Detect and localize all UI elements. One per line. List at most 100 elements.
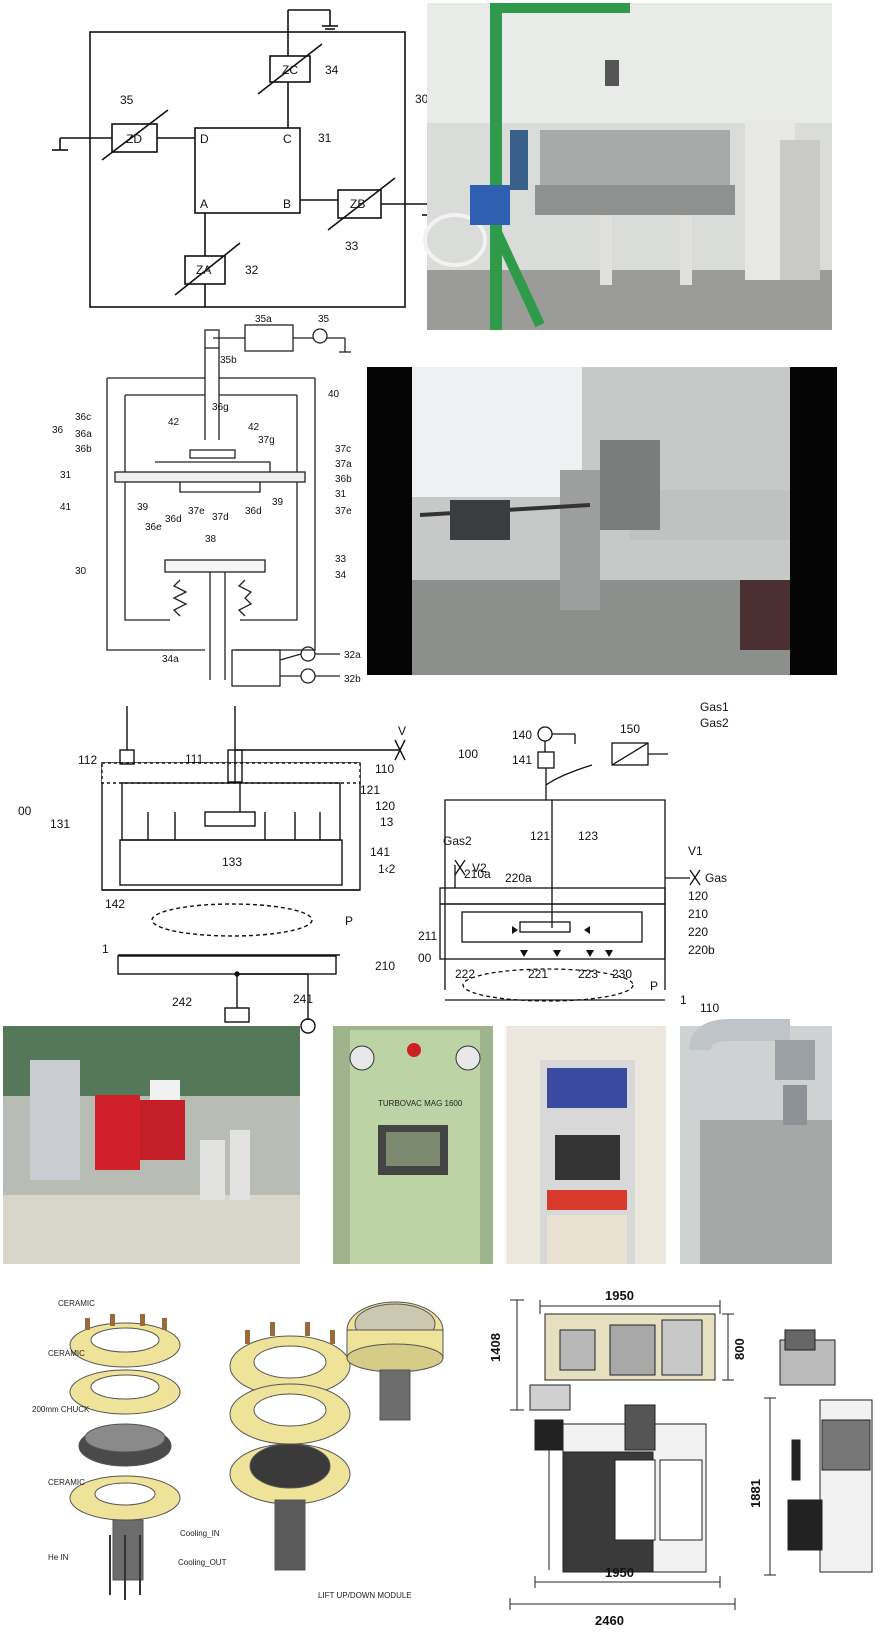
label-31-left: 31 <box>60 470 72 481</box>
plasma-right-arrows <box>512 926 613 957</box>
label-gas-right: Gas <box>705 871 727 885</box>
label-37g: 37g <box>258 435 275 446</box>
label-36: 36 <box>52 425 64 436</box>
label-133: 133 <box>222 855 242 869</box>
label-32a: 32a <box>344 650 361 661</box>
label-230: 230 <box>612 967 632 981</box>
label-cooling-out: Cooling_OUT <box>178 1558 227 1567</box>
dim-height-front: 1881 <box>748 1479 763 1508</box>
label-210a: 210a <box>464 867 491 881</box>
tool-cart-photo <box>3 1026 300 1264</box>
label-140: 140 <box>512 728 532 742</box>
label-1-right: 1 <box>680 993 687 1007</box>
label-v1: V1 <box>688 844 703 858</box>
label-120: 120 <box>375 799 395 813</box>
label-36g: 36g <box>212 402 229 413</box>
label-120-right: 120 <box>688 889 708 903</box>
label-39-right: 39 <box>272 497 284 508</box>
label-210-right: 210 <box>688 907 708 921</box>
label-v: V <box>398 724 406 738</box>
ref-31: 31 <box>318 131 332 145</box>
plasma-section-left <box>101 706 406 1034</box>
turbo-pump-cabinet-photo: TURBOVAC MAG 1600 <box>333 1026 493 1264</box>
label-chuck: 200mm CHUCK <box>32 1405 90 1414</box>
label-210-left: 210 <box>375 959 395 973</box>
label-30: 30 <box>75 566 87 577</box>
label-34a: 34a <box>162 654 179 665</box>
label-gas2-valve: Gas2 <box>443 834 472 848</box>
label-142: 142 <box>105 897 125 911</box>
label-36c: 36c <box>75 412 91 423</box>
label-v2: V2 <box>472 861 487 875</box>
dim-height-left: 1408 <box>488 1333 503 1362</box>
legend-gas1: Gas1 <box>700 700 729 714</box>
label-241: 241 <box>293 992 313 1006</box>
label-37c: 37c <box>335 444 351 455</box>
label-110: 110 <box>375 762 394 776</box>
core-block <box>194 127 301 214</box>
impedance-diagram <box>52 9 438 308</box>
label-223: 223 <box>578 967 598 981</box>
label-42-left: 42 <box>168 417 180 428</box>
label-37d: 37d <box>212 512 229 523</box>
label-36b: 36b <box>75 444 92 455</box>
label-36d-left: 36d <box>165 514 182 525</box>
label-cooling-in: Cooling_IN <box>180 1529 220 1538</box>
label-123: 123 <box>578 829 598 843</box>
lab-equipment-photo-1 <box>423 3 832 330</box>
label-42-right: 42 <box>248 422 260 433</box>
dim-width-top: 1950 <box>605 1288 634 1303</box>
layout-dims: 1950 1408 800 1881 1950 2460 <box>488 1288 763 1628</box>
z-c-label: ZC <box>282 63 298 77</box>
outer-box <box>89 31 406 308</box>
label-34: 34 <box>335 570 347 581</box>
label-141: 141 <box>370 845 390 859</box>
lab-equipment-photo-2 <box>367 367 837 675</box>
plasma-left-labels: 00 112 111 V 110 121 120 13 131 133 141 … <box>18 724 406 1009</box>
z-d-label: ZD <box>126 132 142 146</box>
label-31-right: 31 <box>335 489 347 500</box>
label-36a: 36a <box>75 429 92 440</box>
core-corner-c: C <box>283 132 292 146</box>
label-221: 221 <box>528 967 548 981</box>
label-211: 211 <box>418 929 437 943</box>
label-41: 41 <box>60 502 72 513</box>
control-rack-photo <box>506 1026 666 1264</box>
label-40: 40 <box>328 389 340 400</box>
ref-35: 35 <box>120 93 134 107</box>
label-112: 112 <box>78 753 97 767</box>
chuck-labels: CERAMIC CERAMIC 200mm CHUCK CERAMIC Cool… <box>32 1299 412 1600</box>
cabinet-text: TURBOVAC MAG 1600 <box>378 1099 463 1108</box>
label-35b: 35b <box>220 355 237 366</box>
label-121: 121 <box>360 783 380 797</box>
label-142-right: 1‹2 <box>378 862 396 876</box>
label-13: 13 <box>380 815 394 829</box>
label-ceramic-2: CERAMIC <box>48 1349 85 1358</box>
label-1-left: 1 <box>102 942 109 956</box>
ref-32: 32 <box>245 263 259 277</box>
label-00-left: 00 <box>18 804 32 818</box>
label-110-right: 110 <box>700 1001 719 1015</box>
label-36b-right: 36b <box>335 474 352 485</box>
label-37e-center: 37e <box>188 506 205 517</box>
label-37e-right: 37e <box>335 506 352 517</box>
ref-33: 33 <box>345 239 359 253</box>
label-131: 131 <box>50 817 70 831</box>
ref-34: 34 <box>325 63 339 77</box>
label-150: 150 <box>620 722 640 736</box>
dim-width-front: 1950 <box>605 1565 634 1580</box>
label-222: 222 <box>455 967 475 981</box>
plasma-section-right <box>439 726 701 1002</box>
label-220b: 220b <box>688 943 715 957</box>
label-p-right: P <box>650 979 658 993</box>
z-b-label: ZB <box>350 197 365 211</box>
dim-overall: 2460 <box>595 1613 624 1628</box>
label-32b: 32b <box>344 674 361 685</box>
plasma-right-labels: Gas1 Gas2 150 140 141 100 Gas2 V2 121 12… <box>418 700 729 1015</box>
label-35: 35 <box>318 314 330 325</box>
label-36d-right: 36d <box>245 506 262 517</box>
core-corner-b: B <box>283 197 291 211</box>
chuck-exploded-view <box>69 1301 444 1600</box>
core-corner-a: A <box>200 197 208 211</box>
label-35a: 35a <box>255 314 272 325</box>
